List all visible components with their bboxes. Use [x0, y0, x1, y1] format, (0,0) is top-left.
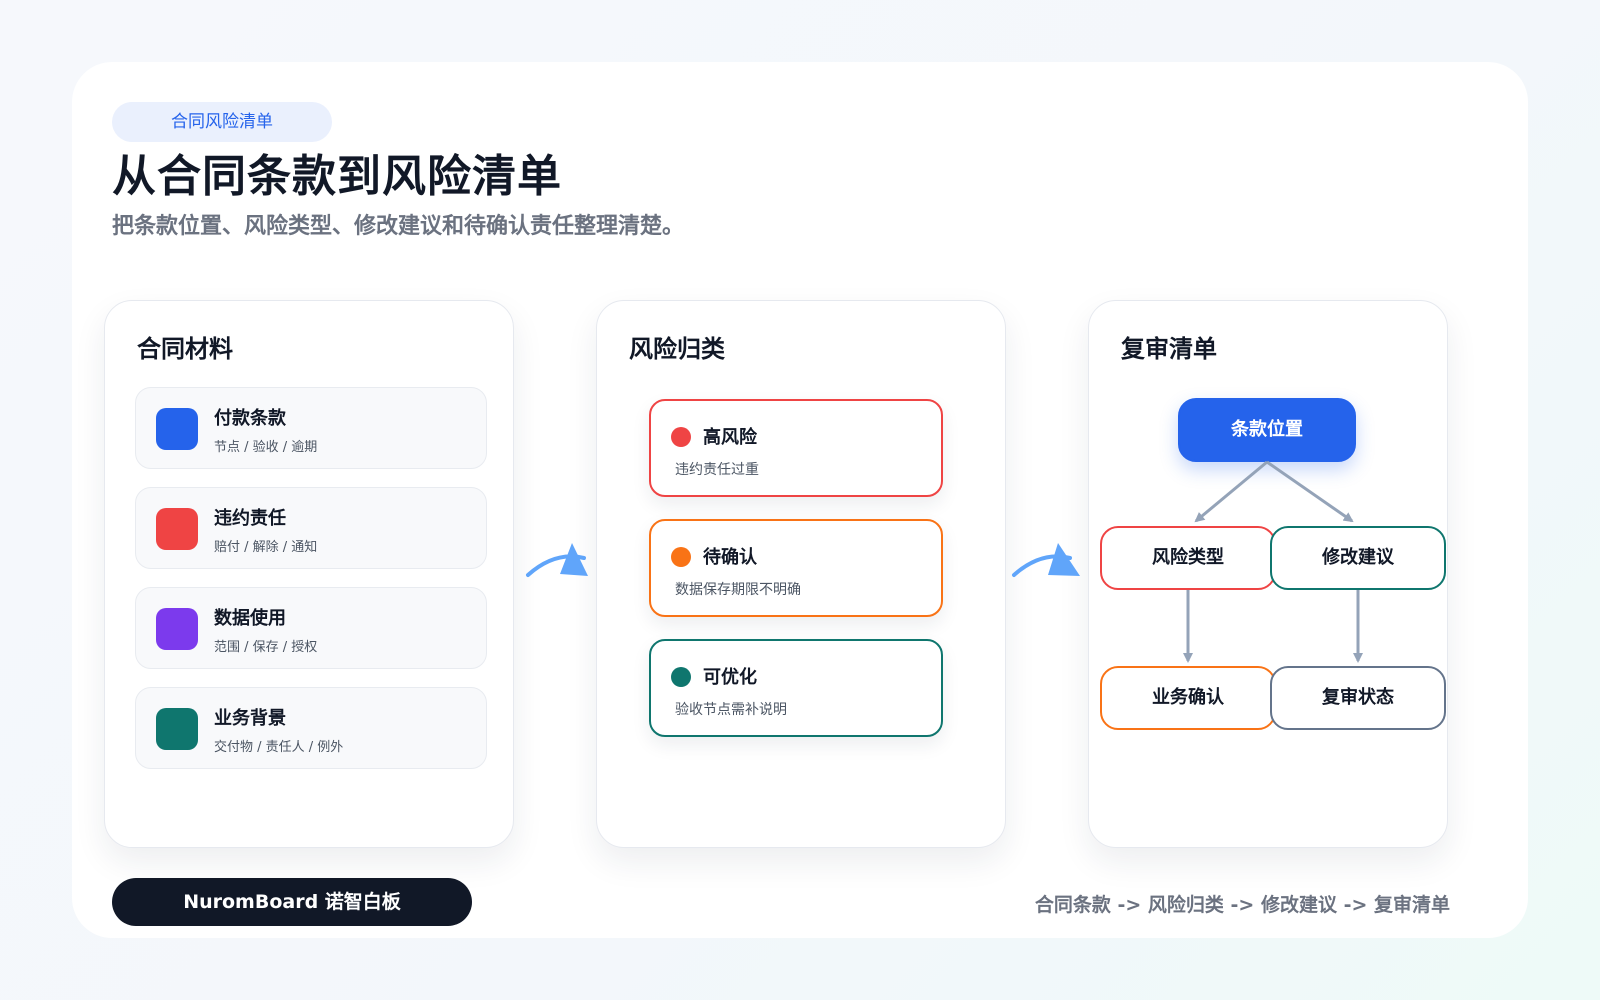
- material-color-square: [156, 708, 198, 750]
- material-item-data-usage[interactable]: 数据使用 范围 / 保存 / 授权: [135, 587, 487, 669]
- risk-item-optimizable[interactable]: 可优化 验收节点需补说明: [649, 639, 943, 737]
- material-subtitle: 范围 / 保存 / 授权: [214, 640, 318, 655]
- risk-dot-icon: [671, 427, 691, 447]
- risk-title: 高风险: [703, 427, 757, 448]
- material-subtitle: 节点 / 验收 / 逾期: [214, 440, 318, 455]
- material-title: 数据使用: [214, 608, 286, 629]
- material-item-payment[interactable]: 付款条款 节点 / 验收 / 逾期: [135, 387, 487, 469]
- review-panel-title: 复审清单: [1121, 335, 1217, 363]
- material-title: 违约责任: [214, 508, 286, 529]
- material-color-square: [156, 608, 198, 650]
- risk-subtitle: 数据保存期限不明确: [675, 582, 801, 598]
- page-subtitle: 把条款位置、风险类型、修改建议和待确认责任整理清楚。: [112, 214, 685, 239]
- review-node-business-confirm[interactable]: 业务确认: [1100, 666, 1276, 730]
- page-title: 从合同条款到风险清单: [112, 151, 562, 202]
- risks-panel: 风险归类 高风险 违约责任过重 待确认 数据保存期限不明确 可优化 验收节点需补…: [596, 300, 1006, 848]
- risk-item-pending[interactable]: 待确认 数据保存期限不明确: [649, 519, 943, 617]
- risk-dot-icon: [671, 667, 691, 687]
- material-item-business[interactable]: 业务背景 交付物 / 责任人 / 例外: [135, 687, 487, 769]
- review-node-status[interactable]: 复审状态: [1270, 666, 1446, 730]
- material-color-square: [156, 508, 198, 550]
- review-node-risk-type[interactable]: 风险类型: [1100, 526, 1276, 590]
- footer-flow-text: 合同条款 -> 风险归类 -> 修改建议 -> 复审清单: [1034, 894, 1450, 916]
- review-node-suggestion[interactable]: 修改建议: [1270, 526, 1446, 590]
- risk-item-high[interactable]: 高风险 违约责任过重: [649, 399, 943, 497]
- risks-panel-title: 风险归类: [629, 335, 725, 363]
- materials-panel-title: 合同材料: [137, 335, 233, 363]
- material-subtitle: 赔付 / 解除 / 通知: [214, 540, 318, 555]
- material-item-liability[interactable]: 违约责任 赔付 / 解除 / 通知: [135, 487, 487, 569]
- category-tag: 合同风险清单: [112, 102, 332, 142]
- risk-title: 可优化: [703, 667, 757, 688]
- material-color-square: [156, 408, 198, 450]
- material-subtitle: 交付物 / 责任人 / 例外: [214, 740, 344, 755]
- review-root-node[interactable]: 条款位置: [1178, 398, 1356, 462]
- material-title: 业务背景: [214, 708, 286, 729]
- risk-subtitle: 违约责任过重: [675, 462, 759, 478]
- risk-subtitle: 验收节点需补说明: [675, 702, 787, 718]
- risk-dot-icon: [671, 547, 691, 567]
- material-title: 付款条款: [214, 408, 286, 429]
- risk-title: 待确认: [703, 547, 757, 568]
- materials-panel: 合同材料 付款条款 节点 / 验收 / 逾期 违约责任 赔付 / 解除 / 通知…: [104, 300, 514, 848]
- brand-badge: NuromBoard 诺智白板: [112, 878, 472, 926]
